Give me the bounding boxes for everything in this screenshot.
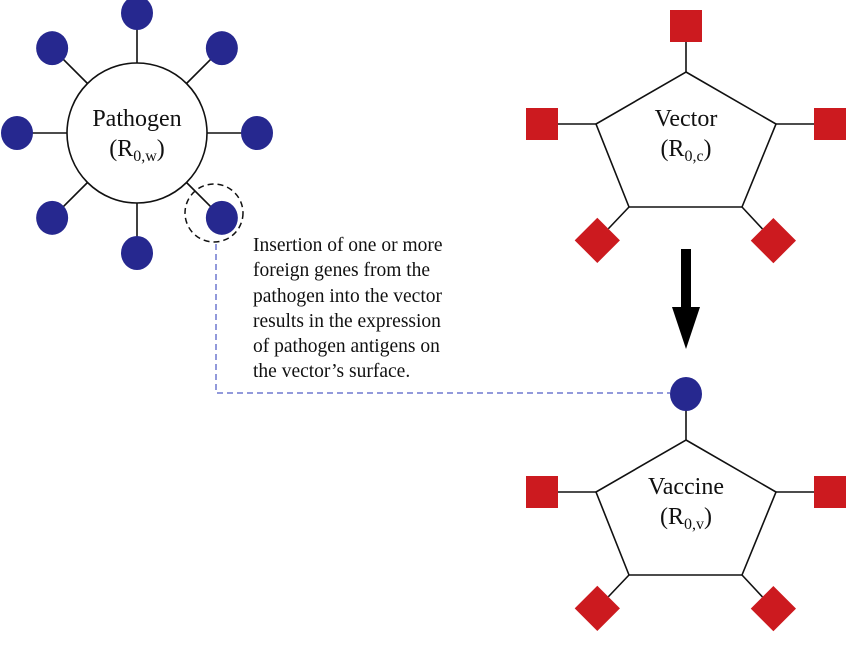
vector-label: Vector [655, 106, 718, 132]
antigen-dot [36, 200, 69, 235]
pathogen-antigens [1, 0, 273, 270]
highlight-circle [184, 183, 244, 243]
antigen-dot [121, 236, 153, 270]
pathogen-body [66, 62, 208, 204]
protein-stalk [607, 574, 630, 598]
antigen-dot [241, 116, 273, 150]
annotation-line: pathogen into the vector [253, 285, 442, 307]
protein-stalk [607, 206, 630, 230]
vector [526, 10, 846, 264]
antigen-dot [1, 116, 33, 150]
surface-protein [750, 218, 797, 264]
vaccine [526, 377, 846, 632]
surface-protein [526, 108, 558, 140]
surface-protein [574, 585, 620, 631]
vector-r0: (R0,c) [660, 136, 711, 165]
surface-protein [670, 10, 702, 42]
surface-protein [814, 476, 846, 508]
annotation-line: foreign genes from the [253, 260, 431, 282]
pathogen: Pathogen (R0,w) [1, 0, 273, 270]
antigen-dot [36, 31, 69, 66]
protein-stalk [741, 574, 764, 598]
surface-protein [574, 217, 620, 263]
annotation-line: the vector’s surface. [253, 361, 411, 383]
vaccine-body [595, 439, 778, 576]
connector-line [215, 244, 670, 394]
surface-protein [526, 476, 558, 508]
vaccine-r0: (R0,v) [660, 504, 712, 533]
vector-body [595, 71, 778, 208]
antigen-dot [205, 200, 238, 235]
pathogen-r0: (R0,w) [109, 136, 165, 165]
antigen-dot [121, 0, 153, 30]
protein-stalk [741, 206, 764, 230]
inserted-antigen-dot [670, 377, 702, 411]
antigen-dot [205, 31, 238, 66]
annotation-line: results in the expression [253, 310, 441, 332]
vaccine-label: Vaccine [648, 474, 724, 500]
surface-protein [750, 586, 797, 632]
pathogen-label: Pathogen [92, 106, 181, 132]
surface-protein [814, 108, 846, 140]
down-arrow-icon [672, 249, 700, 349]
annotation-line: Insertion of one or more [253, 235, 443, 256]
annotation-line: of pathogen antigens on [253, 336, 440, 358]
annotation-text: Insertion of one or more foreign genes f… [253, 233, 513, 385]
